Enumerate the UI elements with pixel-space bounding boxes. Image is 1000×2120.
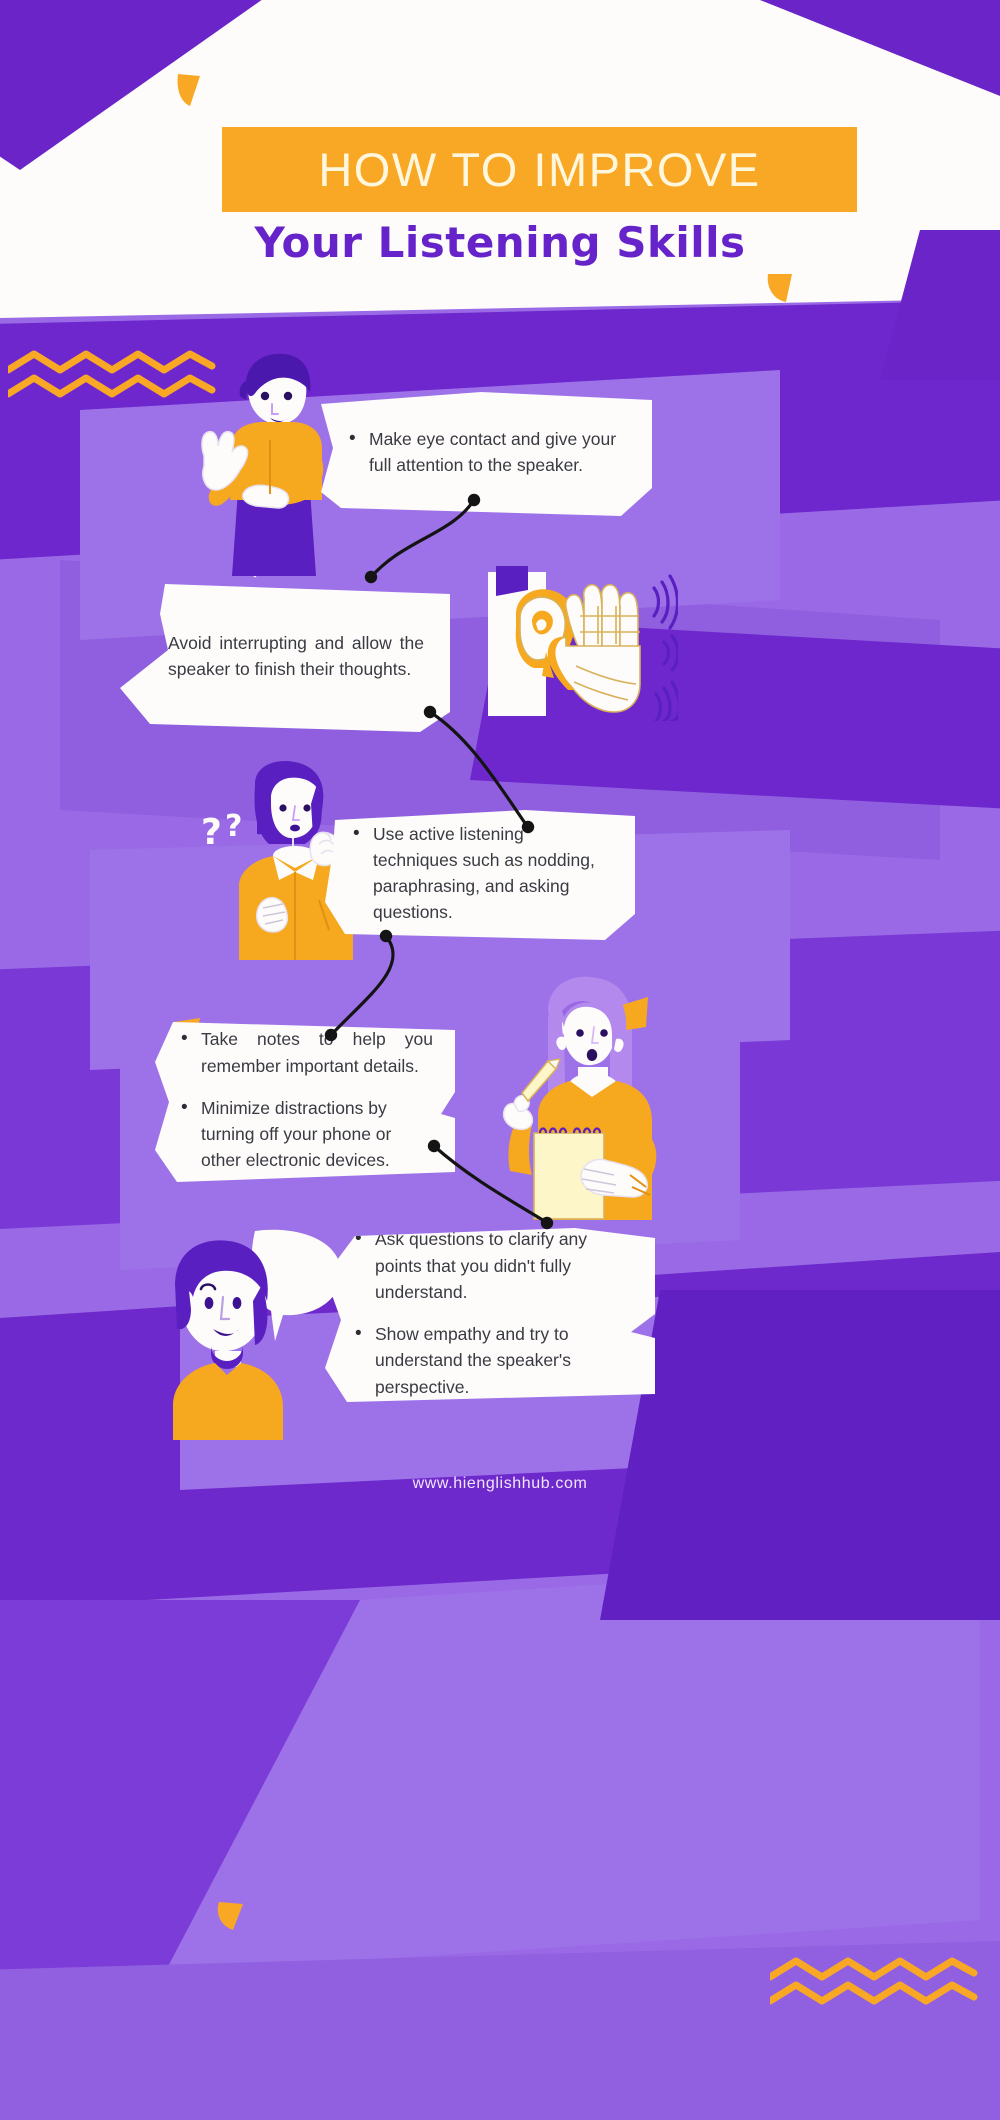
background-band-10 <box>600 1290 1000 1620</box>
zigzag-decor-top-left <box>8 350 216 398</box>
svg-text:?: ? <box>225 809 242 844</box>
speaking-man-icon <box>173 1229 341 1440</box>
list-item: Make eye contact and give your full atte… <box>345 425 622 479</box>
list-item: Show empathy and try to understand the s… <box>351 1320 629 1400</box>
page-title: HOW TO IMPROVE <box>318 143 761 196</box>
title-banner: HOW TO IMPROVE <box>222 127 857 212</box>
svg-text:?: ? <box>201 812 222 853</box>
list-item: Use active listening techniques such as … <box>349 820 611 926</box>
tip-card-3: Use active listening techniques such as … <box>325 810 635 940</box>
waving-man-icon <box>201 353 324 578</box>
list-item: Ask questions to clarify any points that… <box>351 1228 629 1305</box>
list-item: Avoid interrupting and allow the speaker… <box>144 629 424 683</box>
tip-bullet-list-3: Use active listening techniques such as … <box>349 820 611 930</box>
fleck-icon-bottom-left <box>217 1902 243 1930</box>
tip-card-2: Avoid interrupting and allow the speaker… <box>120 584 450 732</box>
fleck-icon-header-right <box>767 274 792 302</box>
tip-bullet-list-1: Make eye contact and give your full atte… <box>345 425 622 483</box>
ear-listening-icon <box>488 566 678 721</box>
list-item: Take notes to help you remember importan… <box>177 1025 433 1079</box>
list-item: Minimize distractions by turning off you… <box>177 1094 433 1174</box>
tip-bullet-list-2: Avoid interrupting and allow the speaker… <box>144 629 424 687</box>
tip-card-5: Ask questions to clarify any points that… <box>325 1228 655 1402</box>
tip-card-1: Make eye contact and give your full atte… <box>321 392 652 516</box>
tip-card-4: Take notes to help you remember importan… <box>155 1022 455 1182</box>
fleck-icon-header-left <box>177 74 200 106</box>
page-subtitle: Your Listening Skills <box>254 218 746 267</box>
tip-bullet-list-4: Take notes to help you remember importan… <box>177 1025 433 1177</box>
thinking-woman-icon: ? ? <box>201 760 353 960</box>
note-taking-woman-icon <box>502 976 657 1220</box>
zigzag-decor-bottom-right <box>770 1957 978 2005</box>
footer-website[interactable]: www.hienglishhub.com <box>412 1475 588 1492</box>
tip-bullet-list-5: Ask questions to clarify any points that… <box>351 1228 629 1402</box>
